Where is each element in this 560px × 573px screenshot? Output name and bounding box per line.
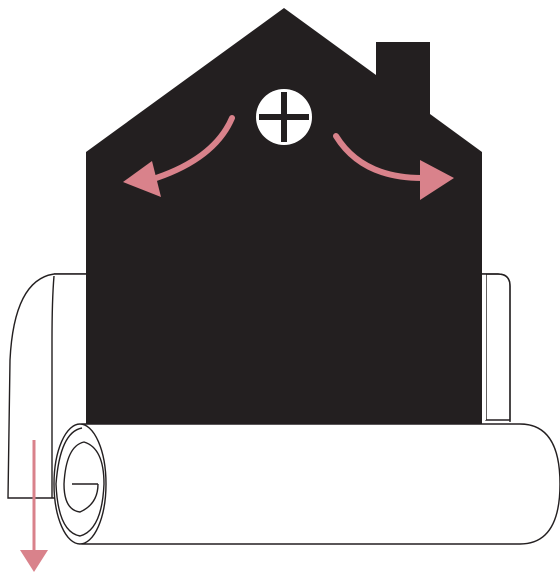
paper-roll-body	[81, 423, 560, 545]
paper-left-curl-inner	[51, 275, 55, 498]
curved-arrow-left-line	[147, 115, 235, 183]
curved-arrow-left-head	[123, 161, 161, 197]
round-window-icon	[256, 89, 312, 145]
house-icon	[86, 8, 482, 426]
expand-arrows	[123, 115, 454, 200]
paper-roll-icon	[53, 423, 560, 545]
curved-arrow-right-head	[420, 160, 454, 200]
arrow-down-head	[20, 550, 48, 572]
paper-roll-spiral	[55, 427, 105, 537]
arrow-down-icon	[20, 440, 48, 572]
paper-left-curl-outer	[7, 273, 60, 499]
curved-arrow-right-line	[333, 133, 425, 181]
house-silhouette	[86, 8, 482, 426]
paper-left-curl	[7, 273, 60, 499]
